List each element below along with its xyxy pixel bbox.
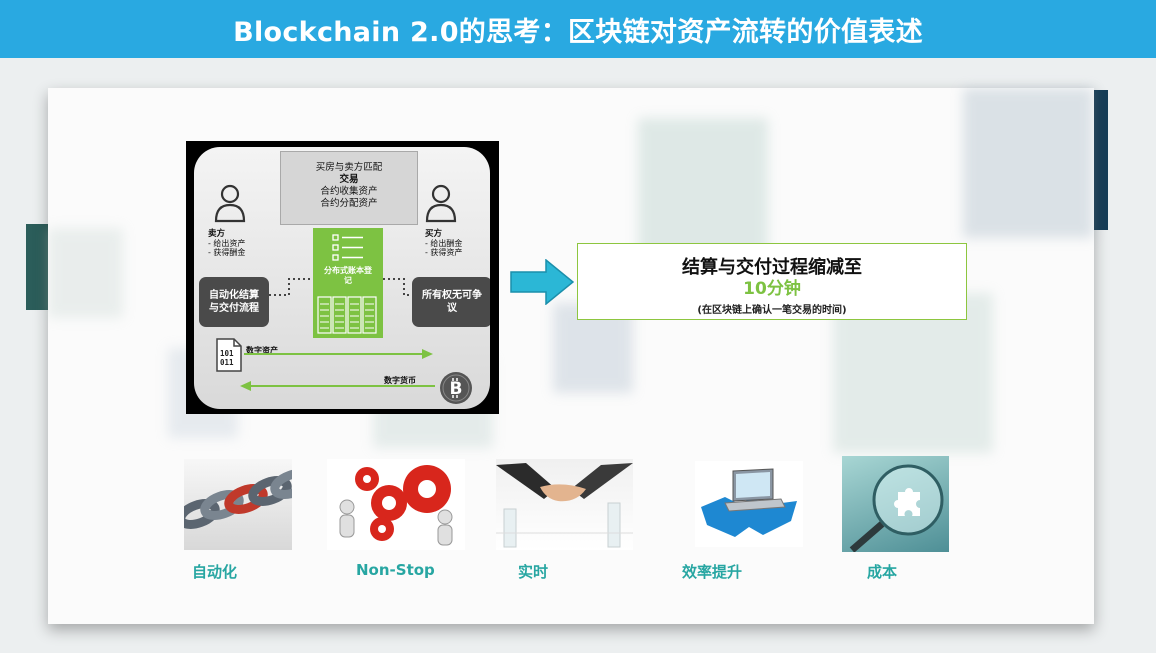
match-line: 合约收集资产 (320, 186, 378, 197)
handshake-icon (496, 459, 633, 550)
result-line1: 结算与交付过程缩减至 (682, 257, 862, 278)
result-box: 结算与交付过程缩减至 10分钟 (在区块链上确认一笔交易的时间) (577, 243, 967, 320)
svg-text:101: 101 (220, 349, 234, 358)
title-bar: Blockchain 2.0的思考：区块链对资产流转的价值表述 (0, 0, 1156, 58)
server-rack-icon (317, 296, 377, 334)
right-arrow-icon (510, 259, 574, 305)
currency-arrow (240, 381, 435, 391)
seller-label: 卖方 - 给出资产 - 获得酬金 (208, 229, 246, 258)
svg-text:B: B (450, 379, 463, 399)
buyer-item: - 获得资产 (425, 248, 463, 257)
chain-icon (184, 459, 292, 550)
seller-item: - 给出资产 (208, 239, 246, 248)
blockchain-diagram: 买房与卖方匹配 交易 合约收集资产 合约分配资产 卖方 - 给出资产 - 获得酬… (186, 141, 499, 414)
asset-arrow (244, 349, 433, 359)
digital-asset-label: 数字资产 (246, 346, 278, 355)
feature-label-automation: 自动化 (192, 563, 238, 581)
diagram-panel: 买房与卖方匹配 交易 合约收集资产 合约分配资产 卖方 - 给出资产 - 获得酬… (194, 147, 490, 409)
feature-label-efficiency: 效率提升 (682, 563, 743, 581)
match-box: 买房与卖方匹配 交易 合约收集资产 合约分配资产 (280, 151, 418, 225)
buyer-label: 买方 - 给出酬金 - 获得资产 (425, 229, 463, 258)
seller-person-icon (214, 184, 246, 223)
puzzle-laptop-icon (695, 461, 803, 547)
feature-label-nonstop: Non-Stop (356, 561, 435, 579)
dotted-connectors (264, 278, 412, 296)
result-line3: (在区块链上确认一笔交易的时间) (697, 305, 847, 316)
decor-right-tab (1094, 90, 1108, 230)
page-title: Blockchain 2.0的思考：区块链对资产流转的价值表述 (233, 16, 923, 48)
buyer-item: - 给出酬金 (425, 239, 463, 248)
buyer-title: 买方 (425, 229, 443, 239)
magnifier-puzzle-icon (842, 456, 949, 552)
distributed-ledger: 分布式账本登记 (313, 228, 383, 338)
auto-settlement-box: 自动化结算与交付流程 (199, 277, 269, 327)
match-line: 买房与卖方匹配 (315, 162, 383, 173)
seller-item: - 获得酬金 (208, 248, 246, 257)
ledger-label: 分布式账本登记 (324, 266, 372, 285)
decor-left-tab (26, 224, 48, 310)
digital-currency-label: 数字货币 (384, 376, 416, 385)
decor-blur (963, 88, 1093, 238)
bitcoin-icon: B (440, 372, 472, 404)
match-line: 交易 (339, 174, 359, 185)
list-icon (332, 234, 363, 261)
binary-file-icon: 101 011 (216, 338, 242, 372)
seller-title: 卖方 (208, 229, 226, 239)
buyer-person-icon (425, 184, 457, 223)
ownership-box: 所有权无可争议 (412, 277, 490, 327)
svg-text:011: 011 (220, 358, 234, 367)
decor-blur (48, 228, 123, 318)
gears-icon (327, 459, 465, 550)
feature-label-cost: 成本 (867, 563, 898, 581)
feature-label-realtime: 实时 (518, 563, 549, 581)
match-line: 合约分配资产 (320, 198, 378, 209)
result-line2: 10分钟 (743, 279, 801, 299)
